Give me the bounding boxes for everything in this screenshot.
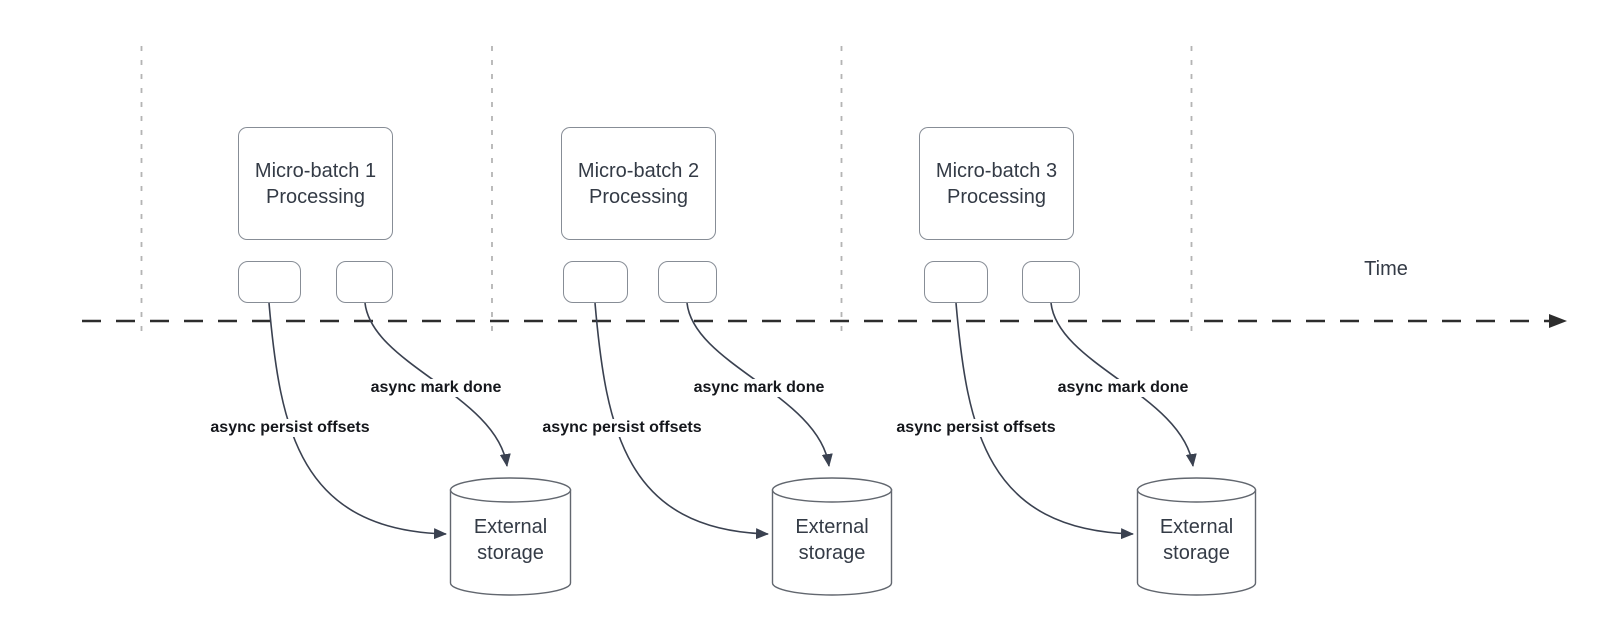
time-label: Time [1364, 258, 1408, 280]
mark-done-arrow-3 [1050, 302, 1197, 467]
external-storage-cylinder-3 [1136, 477, 1257, 596]
persist-offsets-arrow-3 [955, 302, 1134, 540]
external-storage-cylinder-1 [449, 477, 572, 596]
mark-done-arrow-1 [364, 302, 511, 467]
persist-offsets-arrow-1 [268, 302, 447, 540]
external-storage-cylinder-2 [771, 477, 893, 596]
persist-offsets-arrow-2 [594, 302, 769, 540]
mark-done-arrow-2 [686, 302, 833, 467]
